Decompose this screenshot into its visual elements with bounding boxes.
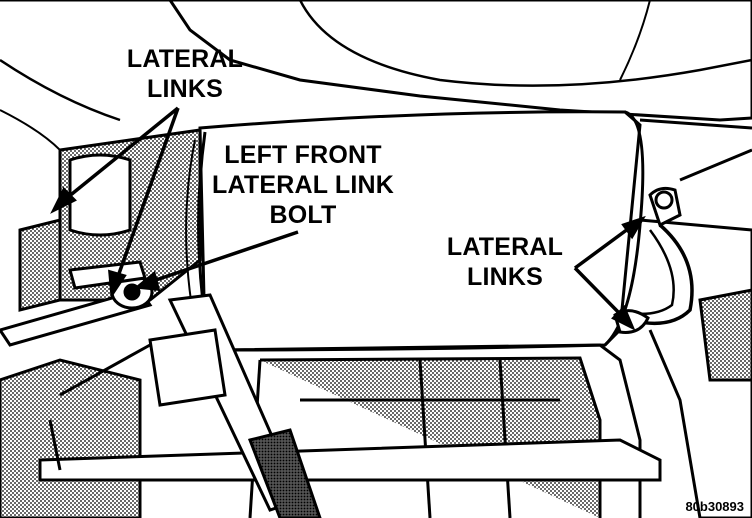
callout-arrows: [50, 106, 646, 331]
callout-line: LATERAL: [126, 45, 244, 73]
callout-line: LEFT FRONT: [224, 141, 382, 169]
callout-lateral-links-right: LATERAL LINKS: [430, 232, 580, 292]
callout-line: LATERAL LINK: [211, 171, 394, 199]
callout-left-front-lateral-link-bolt: LEFT FRONT LATERAL LINK BOLT: [198, 140, 408, 230]
left-lateral-link: [0, 260, 154, 347]
lower-frame: [38, 343, 662, 518]
callout-line: LINKS: [147, 75, 223, 103]
callout-lateral-links-top-left: LATERAL LINKS: [110, 44, 260, 104]
drive-shaft: [148, 293, 322, 518]
figure-code: 80b30893: [685, 499, 744, 514]
callout-line: BOLT: [269, 201, 337, 229]
upper-body-panel: [0, 0, 752, 151]
callout-line: LATERAL: [446, 233, 564, 261]
callout-line: LINKS: [467, 263, 543, 291]
